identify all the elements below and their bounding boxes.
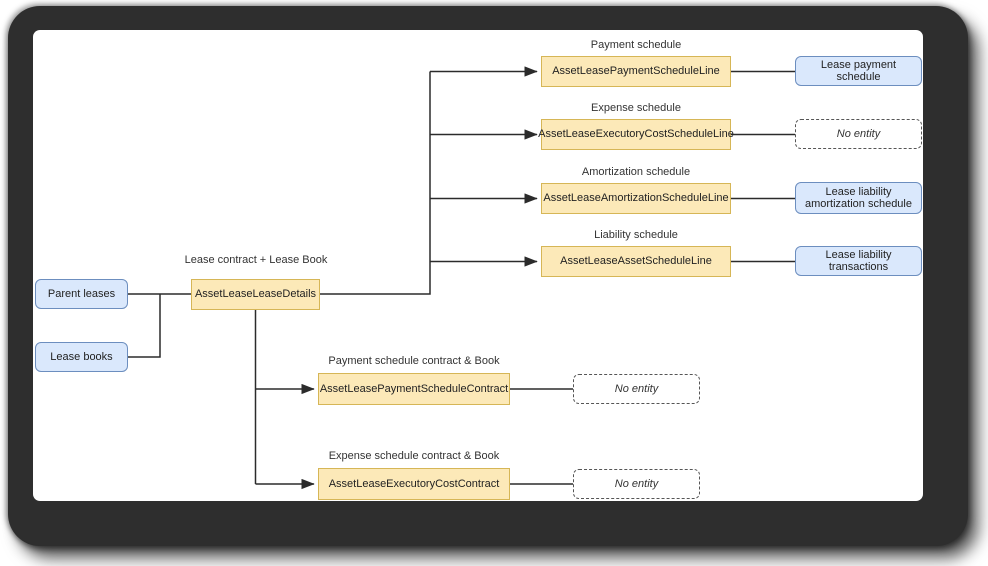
node-lease-payment-schedule-table: Lease payment schedule xyxy=(795,56,922,86)
connector-lease-books-to-details xyxy=(128,294,161,358)
node-no-entity-expense-contract: No entity xyxy=(573,469,700,499)
node-no-entity-payment-contract: No entity xyxy=(573,374,700,404)
diagram-canvas: Parent leases Lease books Lease contract… xyxy=(33,30,923,501)
node-parent-leases: Parent leases xyxy=(35,279,128,309)
caption-lease-contract-book: Lease contract + Lease Book xyxy=(184,254,328,266)
node-assetleaseleasedetails: AssetLeaseLeaseDetails xyxy=(191,279,320,310)
node-lease-liability-amortization-table: Lease liability amortization schedule xyxy=(795,182,922,214)
node-no-entity-expense: No entity xyxy=(795,119,922,149)
node-lease-books: Lease books xyxy=(35,342,128,372)
screenshot-window-frame: Parent leases Lease books Lease contract… xyxy=(8,6,968,546)
node-assetleaseexecutorycostscheduleline: AssetLeaseExecutoryCostScheduleLine xyxy=(538,119,734,150)
node-assetleaseexecutorycostcontract: AssetLeaseExecutoryCostContract xyxy=(318,468,510,500)
connector-lines xyxy=(128,66,795,490)
caption-payment-schedule-contract: Payment schedule contract & Book xyxy=(328,355,500,367)
node-assetleasepaymentscheduleline: AssetLeasePaymentScheduleLine xyxy=(541,56,731,87)
node-assetleasepaymentschedulecontract: AssetLeasePaymentScheduleContract xyxy=(318,373,510,405)
caption-payment-schedule: Payment schedule xyxy=(590,39,682,51)
connector-details-to-trunk xyxy=(320,71,431,295)
node-lease-liability-transactions-table: Lease liability transactions xyxy=(795,246,922,276)
caption-expense-schedule-contract: Expense schedule contract & Book xyxy=(328,450,500,462)
caption-expense-schedule: Expense schedule xyxy=(591,102,681,114)
node-assetleaseamortizationscheduleline: AssetLeaseAmortizationScheduleLine xyxy=(541,183,731,214)
caption-liability-schedule: Liability schedule xyxy=(594,229,678,241)
node-assetleaseassetscheduleline: AssetLeaseAssetScheduleLine xyxy=(541,246,731,277)
caption-amortization-schedule: Amortization schedule xyxy=(581,166,691,178)
